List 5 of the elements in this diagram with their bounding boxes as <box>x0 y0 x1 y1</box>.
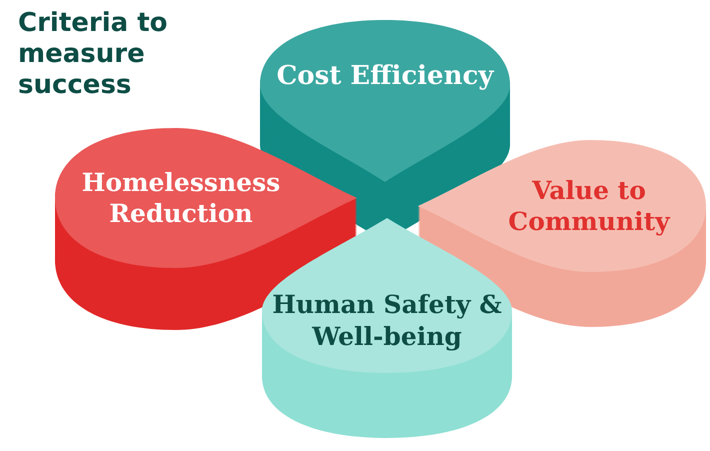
petal-label: Human Safety & Well-being <box>272 289 502 352</box>
petal-label: Value to Community <box>507 174 672 238</box>
title: Criteria to measure success <box>18 8 168 102</box>
petal-label: Cost Efficiency <box>276 60 494 92</box>
petal-label: Homelessness Reduction <box>80 166 282 230</box>
